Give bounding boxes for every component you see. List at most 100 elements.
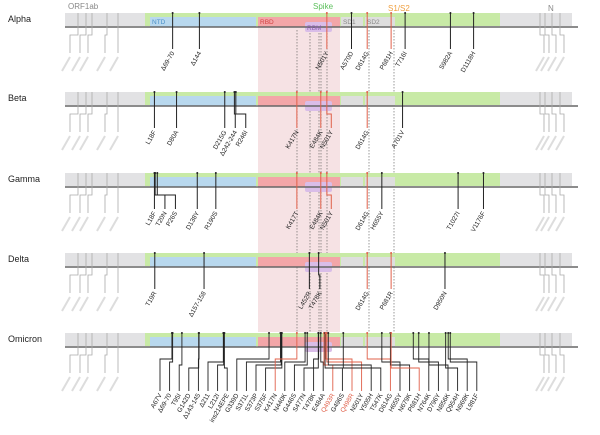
minor-mutation-line	[559, 92, 565, 132]
mutation-marker	[447, 332, 450, 334]
minor-mutation-line	[559, 253, 565, 293]
minor-mutation-label-faded	[555, 135, 565, 151]
mutation-label: D950N	[433, 290, 449, 311]
mutation-marker	[234, 91, 237, 93]
mutation-label: H655Y	[370, 210, 386, 231]
mutation-line	[217, 333, 225, 391]
minor-mutation-line	[104, 92, 108, 132]
ntd-domain	[150, 96, 256, 106]
minor-mutation-label-faded	[540, 216, 550, 232]
mutation-marker	[380, 332, 383, 334]
minor-mutation-label-faded	[71, 376, 81, 392]
mutation-label: D1118H	[460, 50, 478, 74]
mutation-label: D614G	[355, 130, 371, 151]
mutation-marker	[325, 12, 328, 14]
rbd-label: RBD	[260, 19, 274, 26]
mutation-marker	[427, 332, 430, 334]
mutation-line	[324, 333, 343, 391]
mutation-marker	[153, 252, 156, 254]
minor-mutation-line	[104, 253, 108, 293]
mutation-marker	[327, 332, 330, 334]
mutation-line	[274, 333, 298, 391]
mutation-label: Δ69-70	[160, 50, 177, 72]
minor-mutation-line	[69, 173, 79, 213]
minor-mutation-line	[551, 253, 557, 293]
mutation-line	[366, 333, 391, 391]
mutation-marker	[154, 172, 157, 174]
mutation-label: D80A	[166, 129, 181, 147]
mutation-line	[447, 333, 468, 391]
s1s2-header: S1/S2	[388, 4, 410, 13]
minor-mutation-line	[551, 333, 557, 373]
mutation-marker	[417, 332, 420, 334]
minor-mutation-label-faded	[96, 296, 106, 312]
mutation-marker	[196, 172, 199, 174]
minor-mutation-line	[87, 173, 93, 213]
minor-mutation-line	[551, 92, 557, 132]
minor-mutation-label-faded	[547, 216, 557, 232]
minor-mutation-label-faded	[61, 135, 71, 151]
sd2-domain	[365, 17, 395, 27]
minor-mutation-line	[87, 333, 93, 373]
mutation-line	[223, 333, 228, 391]
minor-mutation-label-faded	[535, 135, 545, 151]
minor-mutation-label-faded	[547, 56, 557, 72]
mutation-marker	[412, 332, 415, 334]
orf1ab-bar	[65, 253, 148, 266]
sd2-domain	[365, 177, 395, 187]
minor-mutation-line	[559, 173, 565, 213]
variant-name: Beta	[8, 93, 27, 103]
mutation-marker	[366, 91, 369, 93]
minor-mutation-line	[79, 253, 87, 293]
mutation-marker	[380, 172, 383, 174]
minor-mutation-line	[544, 253, 550, 293]
minor-mutation-line	[539, 333, 545, 373]
minor-mutation-label-faded	[109, 216, 119, 232]
variant-name: Delta	[8, 254, 29, 264]
minor-mutation-label-faded	[96, 216, 106, 232]
mutation-marker	[171, 332, 174, 334]
sd2-domain	[365, 337, 395, 347]
minor-mutation-label-faded	[79, 296, 89, 312]
minor-mutation-line	[79, 92, 87, 132]
mutation-marker	[444, 332, 447, 334]
mutation-label: A701V	[390, 129, 406, 150]
mutation-marker	[198, 332, 201, 334]
minor-mutation-label-faded	[547, 376, 557, 392]
mutation-marker	[366, 252, 369, 254]
ntd-domain	[150, 177, 256, 187]
minor-mutation-label-faded	[540, 135, 550, 151]
minor-mutation-line	[544, 333, 550, 373]
minor-mutation-line	[559, 333, 565, 373]
mutation-marker	[390, 12, 393, 14]
variant-name: Omicron	[8, 334, 42, 344]
mutation-marker	[319, 332, 322, 334]
minor-mutation-line	[539, 173, 545, 213]
minor-mutation-line	[87, 92, 93, 132]
spike-header: Spike	[313, 2, 334, 11]
mutation-label: D614G	[355, 291, 371, 312]
rbd-domain	[258, 257, 340, 267]
mutation-label: S982A	[438, 50, 454, 71]
mutation-line	[178, 333, 183, 391]
mutation-line	[245, 333, 281, 391]
sd1-domain	[341, 96, 363, 106]
minor-mutation-label-faded	[61, 216, 71, 232]
minor-mutation-label-faded	[540, 296, 550, 312]
orf1ab-bar	[65, 333, 148, 346]
n-region-bar	[500, 173, 572, 186]
minor-mutation-label-faded	[555, 376, 565, 392]
minor-mutation-line	[544, 92, 550, 132]
minor-mutation-label-faded	[109, 56, 119, 72]
minor-mutation-label-faded	[109, 296, 119, 312]
mutation-label: V1176F	[470, 210, 487, 233]
mutation-marker	[325, 332, 328, 334]
mutation-line	[235, 92, 247, 128]
minor-mutation-line	[69, 253, 79, 293]
minor-mutation-line	[539, 253, 545, 293]
variant-name: Gamma	[8, 174, 40, 184]
minor-mutation-label-faded	[96, 135, 106, 151]
minor-mutation-label-faded	[96, 56, 106, 72]
minor-mutation-label-faded	[79, 135, 89, 151]
